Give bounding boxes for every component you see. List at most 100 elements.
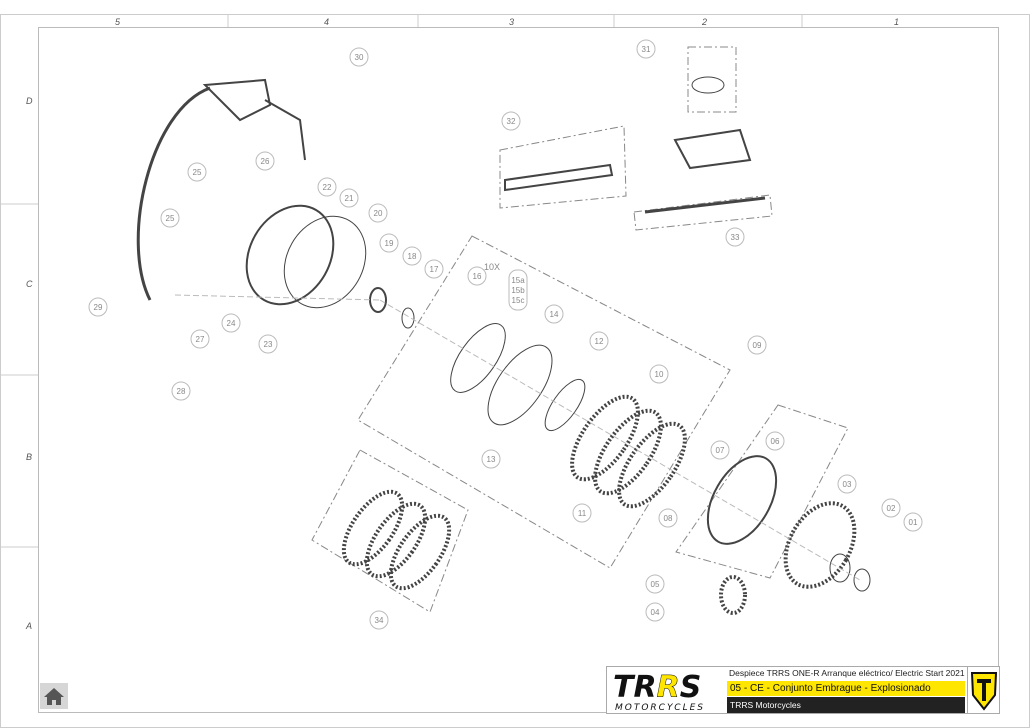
grid-col-5: 5: [115, 17, 121, 27]
title-line-1: Despiece TRRS ONE-R Arranque eléctrico/ …: [729, 668, 965, 678]
master-cylinder: [202, 78, 306, 161]
cover-group: [687, 46, 737, 113]
callout-05: 05: [645, 574, 665, 594]
friction-disc-13: [487, 344, 553, 426]
grid-col-4: 4: [324, 17, 330, 27]
callout-label: 21: [345, 194, 354, 203]
grid-row-a: A: [26, 621, 33, 631]
callout-label: 20: [374, 209, 383, 218]
callout-01: 01: [903, 512, 923, 532]
callout-25: 25: [160, 208, 180, 228]
callout-19: 19: [379, 233, 399, 253]
grid-col-1: 1: [894, 17, 900, 27]
callout-label: 09: [753, 341, 762, 350]
grid-col-2: 2: [702, 17, 708, 27]
group-boxes: [311, 46, 849, 613]
callout-label: 18: [408, 252, 417, 261]
callout-30: 30: [349, 47, 369, 67]
callout-label: 19: [385, 239, 394, 248]
callout-20: 20: [368, 203, 388, 223]
bearing: [369, 287, 387, 313]
callout-24: 24: [221, 313, 241, 333]
callout-28: 28: [171, 381, 191, 401]
drawing-border: [38, 27, 999, 713]
callout-label: 10: [655, 370, 664, 379]
diaphragm-12: [544, 378, 586, 432]
clutch-cover: [245, 204, 335, 306]
callout-06: 06: [765, 431, 785, 451]
release-lever: [504, 163, 614, 192]
callout-14: 14: [544, 304, 564, 324]
reservoir-cap: [691, 76, 725, 94]
callout-31: 31: [636, 39, 656, 59]
trrs-logo: TRRS MOTORCYCLES: [607, 667, 727, 713]
callout-34: 34: [369, 610, 389, 630]
slave-cylinder: [673, 128, 752, 170]
callout-17: 17: [424, 259, 444, 279]
callout-label: 11: [578, 509, 587, 518]
callout-label: 05: [651, 580, 660, 589]
callout-02: 02: [881, 498, 901, 518]
spring-plate: [450, 323, 506, 393]
callout-label: 25: [166, 214, 175, 223]
callout-29: 29: [88, 297, 108, 317]
callout-03: 03: [837, 474, 857, 494]
svg-text:TRRS: TRRS: [613, 670, 701, 705]
washer: [401, 307, 415, 329]
callout-33: 33: [725, 227, 745, 247]
trrs-shield-logo: [967, 667, 1000, 713]
callout-04: 04: [645, 602, 665, 622]
pressure-plate-06: [706, 455, 778, 545]
parts: [136, 76, 871, 615]
callout-label: 17: [430, 265, 439, 274]
hydraulic-hose: [136, 86, 211, 301]
callout-label: 02: [887, 504, 896, 513]
callout-21: 21: [339, 188, 359, 208]
callout-label: 16: [473, 272, 482, 281]
callout-label: 27: [196, 335, 205, 344]
callout-label: 28: [177, 387, 186, 396]
callout-label: 22: [323, 183, 332, 192]
title-block: TRRS MOTORCYCLES Despiece TRRS ONE-R Arr…: [606, 666, 1000, 714]
home-icon: [44, 688, 64, 705]
callout-label: 06: [771, 437, 780, 446]
svg-text:MOTORCYCLES: MOTORCYCLES: [615, 703, 705, 713]
lever-group: [499, 125, 627, 209]
callout-09: 09: [747, 335, 767, 355]
callout-label: 12: [595, 337, 604, 346]
quantity-annotation: 10X: [484, 262, 500, 272]
grid-ticks: [0, 14, 803, 548]
callout-13: 13: [481, 449, 501, 469]
callout-26: 26: [255, 151, 275, 171]
callout-label: 13: [487, 455, 496, 464]
washer-01: [853, 568, 871, 592]
callout-label: 03: [843, 480, 852, 489]
callout-label: 01: [909, 518, 918, 527]
callout-label: 24: [227, 319, 236, 328]
callout-22: 22: [317, 177, 337, 197]
cover-gasket: [283, 215, 367, 309]
leader-dash-lines: [174, 294, 861, 581]
callout-18: 18: [402, 246, 422, 266]
title-line-3: TRRS Motorcycles: [727, 697, 965, 713]
callout-label: 14: [550, 310, 559, 319]
home-button[interactable]: [40, 683, 68, 709]
callout-label: 33: [731, 233, 740, 242]
needle-bearing: [829, 553, 851, 583]
grid-col-3: 3: [509, 17, 515, 27]
callout-label: 32: [507, 117, 516, 126]
callout-label: 34: [375, 616, 384, 625]
callout-07: 07: [710, 440, 730, 460]
callout-10: 10: [649, 364, 669, 384]
callout-label: 30: [355, 53, 364, 62]
callout-27: 27: [190, 329, 210, 349]
title-line-2: 05 - CE - Conjunto Embrague - Explosiona…: [727, 681, 965, 696]
callout-label: 04: [651, 608, 660, 617]
callout-label: 31: [642, 45, 651, 54]
callout-label: 08: [664, 514, 673, 523]
grid-row-d: D: [26, 96, 33, 106]
callout-label: 25: [193, 168, 202, 177]
